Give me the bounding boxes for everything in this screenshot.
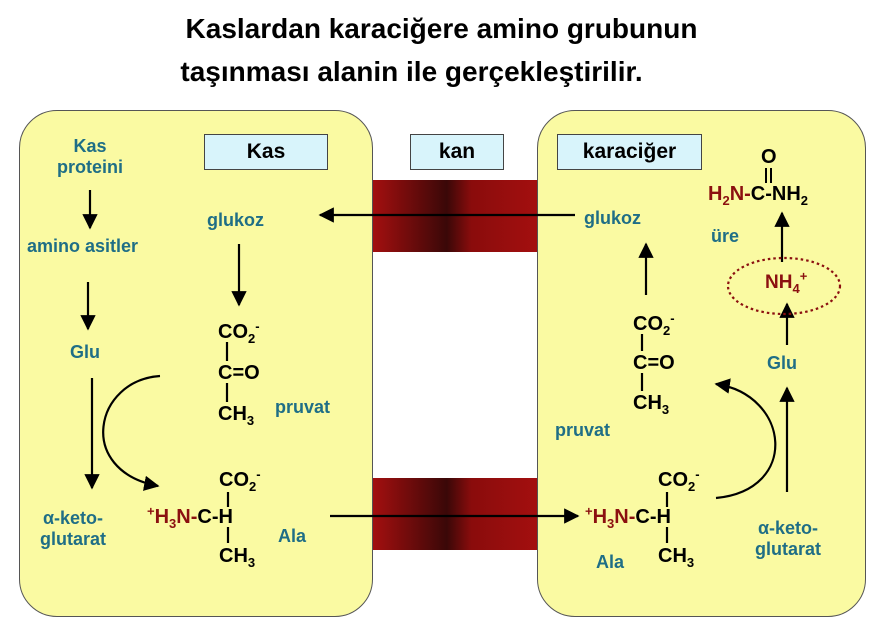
muscle-amino-acids-label: amino asitler bbox=[27, 236, 139, 256]
liver-pyruvate-ketone: C=O bbox=[633, 352, 675, 374]
header-liver: karaciğer bbox=[557, 134, 702, 170]
title-line-1: Kaslardan karaciğere amino grubunun bbox=[185, 13, 698, 44]
muscle-pyruvate-co2: CO2- bbox=[218, 318, 260, 346]
nh4-dotted-ellipse bbox=[726, 256, 842, 316]
header-blood: kan bbox=[410, 134, 504, 170]
muscle-protein-label: Kas proteini bbox=[57, 136, 123, 177]
liver-ala-label: Ala bbox=[596, 552, 625, 572]
liver-pyruvate-label: pruvat bbox=[555, 420, 611, 440]
liver-ala-amine: +H3N-C-H bbox=[585, 503, 671, 531]
liver-glucose-label: glukoz bbox=[584, 208, 641, 228]
muscle-ala-amine: +H3N-C-H bbox=[147, 503, 233, 531]
liver-panel bbox=[537, 110, 866, 617]
liver-urea-label: üre bbox=[711, 226, 740, 246]
muscle-pyruvate-ch3: CH3 bbox=[218, 403, 255, 428]
muscle-ala-co2: CO2- bbox=[219, 466, 261, 494]
header-muscle: Kas bbox=[204, 134, 328, 170]
arrow-transamination-liver bbox=[714, 378, 777, 500]
liver-ala-ch3: CH3 bbox=[658, 545, 695, 570]
liver-pyruvate-co2: CO2- bbox=[633, 310, 675, 338]
muscle-glu-label: Glu bbox=[70, 342, 100, 362]
blood-vessel-bottom bbox=[373, 478, 537, 550]
liver-ala-co2: CO2- bbox=[658, 466, 700, 494]
liver-pyruvate-ch3: CH3 bbox=[633, 392, 670, 417]
muscle-glucose-label: glukoz bbox=[207, 210, 264, 230]
muscle-pyruvate-label: pruvat bbox=[275, 397, 331, 417]
urea-formula: H2N-C-NH2 bbox=[708, 183, 809, 208]
title-line-2: taşınması alanin ile gerçekleştirilir. bbox=[180, 56, 643, 87]
muscle-ala-ch3: CH3 bbox=[219, 545, 256, 570]
liver-aketo-label: α-keto- glutarat bbox=[755, 518, 822, 559]
muscle-panel bbox=[19, 110, 373, 617]
muscle-pyruvate-ketone: C=O bbox=[218, 362, 260, 384]
muscle-aketo-label: α-keto- glutarat bbox=[40, 508, 107, 549]
urea-oxygen: O bbox=[761, 146, 777, 168]
arrow-transamination-muscle bbox=[102, 374, 161, 491]
liver-glu-label: Glu bbox=[767, 353, 797, 373]
muscle-ala-label: Ala bbox=[278, 526, 307, 546]
ammonium-label: NH4+ bbox=[765, 268, 808, 296]
